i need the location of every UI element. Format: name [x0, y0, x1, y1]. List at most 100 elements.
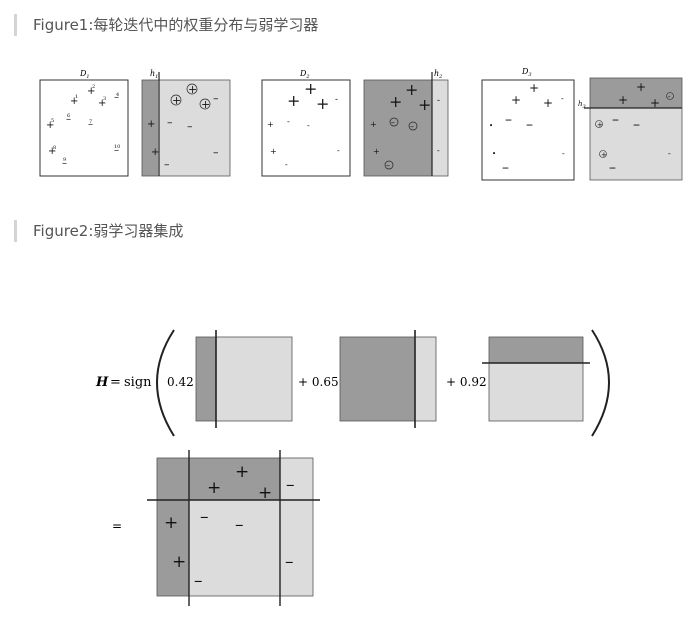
plus-mark: +: [618, 93, 628, 107]
panel-h3: h3 + + + - + – – + – -: [578, 77, 683, 181]
minus-mark: -: [335, 95, 338, 105]
plus-mark: +: [287, 91, 300, 110]
plus-mark: +: [418, 95, 431, 114]
figure2-caption: Figure2:弱学习器集成: [14, 220, 183, 242]
left-paren: [156, 329, 175, 437]
plus-mark: +: [543, 96, 553, 110]
sign-word: sign: [124, 375, 152, 390]
h-symbol: H: [95, 375, 109, 390]
minus-mark: –: [609, 160, 616, 176]
minus-mark: –: [194, 571, 203, 591]
panel-d3: D3 + + + - • – – • – -: [481, 67, 575, 181]
coef-2: + 0.65: [298, 375, 339, 389]
plus-mark: •: [489, 122, 493, 130]
plus-mark: +: [235, 462, 249, 482]
minus-mark: –: [633, 117, 640, 133]
plus-mark: +: [172, 552, 186, 572]
ensemble-result: + + + – + – – + – –: [147, 450, 320, 606]
minus-mark: -: [668, 149, 671, 158]
point-number: 8: [53, 145, 56, 151]
minus-mark: –: [167, 116, 173, 129]
plus-mark: +: [87, 86, 95, 97]
minus-mark: –: [286, 475, 295, 495]
minus-mark: –: [187, 120, 193, 133]
minus-mark: –: [200, 507, 209, 527]
plus-mark: +: [529, 81, 539, 95]
plus-mark: +: [151, 147, 159, 158]
point-number: 2: [92, 84, 95, 90]
figure2-diagram: H = sign 0.42 + 0.65 + 0.92 =: [95, 329, 610, 606]
minus-mark: -: [337, 146, 340, 155]
ensemble-box-1: [195, 330, 293, 428]
panel-d2: D2 + + + - + - - + - -: [261, 69, 351, 177]
coef-1: 0.42: [167, 375, 194, 389]
plus-mark: •: [492, 150, 496, 158]
coef-3: + 0.92: [446, 375, 487, 389]
plus-mark: +: [98, 98, 106, 109]
minus-mark: –: [213, 92, 219, 105]
panel-d1: D1 + + + + + – – – – – 1 2 3 4 5 6 7 8 9…: [39, 69, 129, 177]
plus-mark: +: [201, 98, 210, 111]
plus-mark: +: [405, 80, 418, 99]
minus-mark: –: [164, 158, 170, 171]
equals-sign: =: [110, 375, 121, 390]
plus-mark: +: [172, 94, 181, 107]
minus-mark: -: [561, 94, 564, 103]
minus-mark: –: [235, 515, 244, 535]
d1-label: D1: [79, 69, 90, 80]
right-paren: [591, 329, 610, 437]
minus-mark: –: [114, 92, 119, 103]
h2-label: h2: [434, 69, 442, 80]
minus-mark: –: [505, 112, 512, 128]
point-number: 7: [89, 119, 92, 125]
minus-mark: -: [285, 160, 288, 169]
plus-mark: +: [267, 120, 274, 129]
minus-mark: -: [437, 96, 440, 106]
point-number: 1: [75, 94, 78, 100]
minus-mark: -: [287, 117, 290, 126]
minus-mark: –: [502, 160, 509, 176]
plus-mark: +: [597, 121, 603, 129]
plus-mark: +: [601, 151, 607, 159]
plus-mark: +: [636, 80, 646, 94]
plus-mark: +: [370, 120, 377, 129]
minus-mark: –: [88, 119, 93, 130]
plus-mark: +: [207, 478, 221, 498]
plus-mark: +: [147, 119, 155, 130]
figure1-caption: Figure1:每轮迭代中的权重分布与弱学习器: [14, 14, 318, 36]
minus-mark: –: [213, 146, 219, 159]
plus-mark: +: [389, 92, 402, 111]
plus-mark: +: [650, 96, 660, 110]
d3-label: D3: [521, 67, 532, 78]
plus-mark: +: [188, 83, 197, 96]
panel-h2: h2 + + + - + – – + – -: [363, 69, 449, 177]
h1-label: h1: [150, 69, 158, 80]
minus-mark: –: [526, 117, 533, 133]
plus-mark: +: [258, 483, 272, 503]
point-number: 9: [63, 157, 66, 163]
plus-mark: +: [511, 93, 521, 107]
panel-h1: h1 + + + – + – – + – –: [141, 69, 231, 177]
plus-mark: +: [270, 147, 277, 156]
minus-mark: –: [62, 158, 67, 169]
point-number: 4: [116, 92, 119, 98]
point-number: 5: [51, 118, 54, 124]
minus-mark: –: [410, 122, 414, 131]
point-number: 6: [67, 113, 70, 119]
minus-mark: –: [285, 552, 294, 572]
minus-mark: -: [562, 149, 565, 158]
ensemble-box-3: [482, 336, 590, 422]
point-number: 10: [114, 144, 120, 150]
ensemble-box-2: [339, 330, 437, 428]
minus-mark: -: [668, 93, 671, 101]
minus-mark: -: [437, 146, 440, 155]
plus-mark: +: [164, 513, 178, 533]
minus-mark: –: [66, 114, 71, 125]
figure1-diagram: D1 + + + + + – – – – – 1 2 3 4 5 6 7 8 9…: [39, 67, 683, 181]
d2-label: D2: [299, 69, 310, 80]
h3-label: h3: [578, 100, 586, 110]
plus-mark: +: [70, 96, 78, 107]
plus-mark: +: [46, 120, 54, 131]
minus-mark: –: [114, 145, 119, 156]
minus-mark: –: [391, 118, 395, 127]
